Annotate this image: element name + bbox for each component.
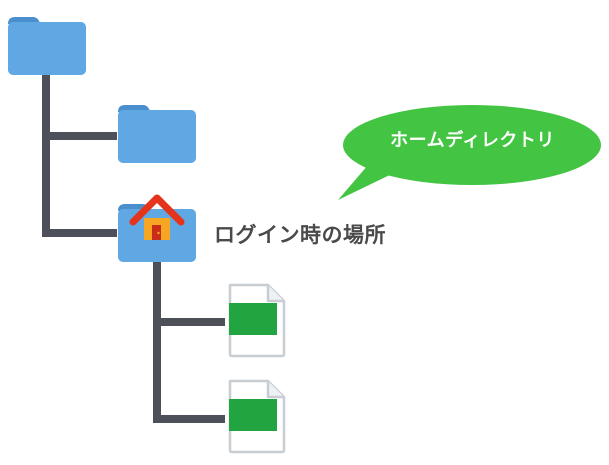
- root-connector: [42, 74, 117, 237]
- callout-text: ホームディレクトリ: [390, 130, 555, 151]
- file-icon-2[interactable]: [228, 379, 286, 454]
- home-folder-label: ログイン時の場所: [214, 223, 386, 247]
- root-folder-icon[interactable]: [8, 17, 86, 75]
- callout-bubble: [338, 105, 601, 200]
- file-icon-1[interactable]: [228, 283, 286, 358]
- child-folder-icon[interactable]: [118, 105, 196, 163]
- home-connector: [153, 258, 225, 423]
- house-icon: [129, 194, 185, 240]
- home-folder-icon[interactable]: [118, 194, 196, 262]
- tree-lines: [42, 74, 225, 423]
